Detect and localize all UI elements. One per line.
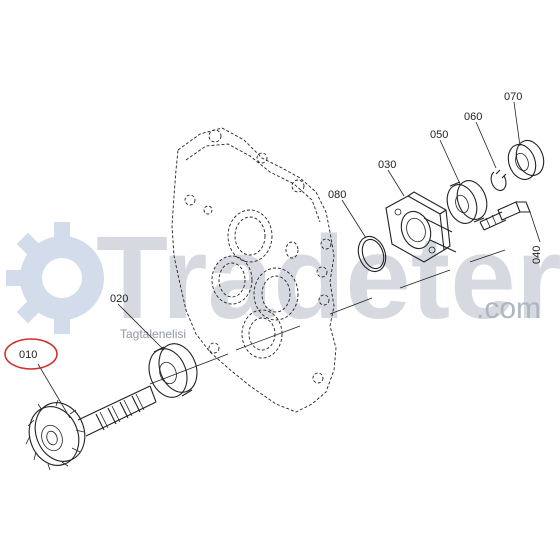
watermark-brand: Tradeter	[96, 212, 560, 344]
part-pinion-shaft	[25, 385, 157, 471]
part-snap-ring-060	[490, 169, 507, 192]
part-label-020: 020	[110, 293, 128, 305]
part-ball-bearing-050	[446, 180, 488, 224]
highlight-circle-010	[4, 338, 58, 370]
part-label-060: 060	[464, 111, 482, 123]
part-bearing-housing-030	[385, 191, 457, 263]
part-label-080: 080	[328, 189, 346, 201]
part-oil-seal-070	[507, 139, 545, 181]
gear-icon	[6, 222, 104, 334]
part-bolt-040	[479, 201, 531, 231]
watermark-subtext: Tagtalenelisi	[120, 327, 186, 341]
leader-lines	[37, 101, 541, 419]
part-label-010: 010	[19, 349, 37, 361]
part-ball-bearing-020	[148, 343, 198, 398]
part-label-030: 030	[378, 159, 396, 171]
part-labels: 010 020 030 040 050 060 070 080	[4, 91, 543, 370]
watermark: Tradeter .com Tagtalenelisi	[6, 212, 560, 344]
watermark-domain: .com	[476, 292, 541, 325]
part-label-040: 040	[531, 246, 543, 264]
gear-case-housing	[171, 127, 337, 413]
shaft-axis-line	[149, 249, 506, 385]
part-label-050: 050	[430, 129, 448, 141]
part-label-070: 070	[504, 91, 522, 103]
